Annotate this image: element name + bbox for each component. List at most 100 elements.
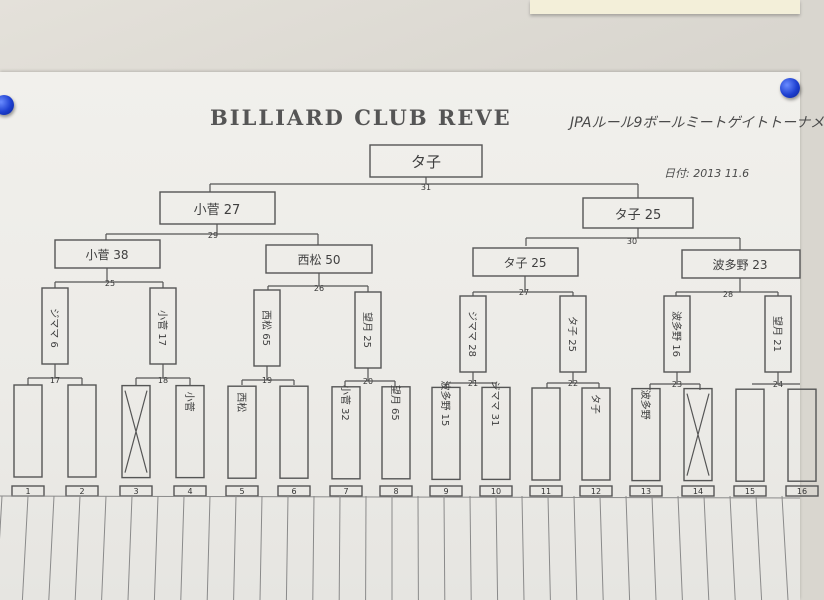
semi-box-4 — [681, 249, 801, 279]
grid-column-line — [729, 495, 736, 600]
entry-slot-number: 12 — [591, 487, 601, 496]
semi-match-number-1: 25 — [105, 279, 115, 288]
final-winner-name: タ子 — [411, 153, 441, 171]
grid-column-line — [180, 495, 185, 600]
pinned-note-top — [530, 0, 800, 14]
entry-name: 西松 — [235, 392, 248, 412]
grid-column-line — [547, 495, 551, 600]
semi-match-number-4: 28 — [723, 290, 733, 299]
entry-slot-number: 11 — [541, 487, 551, 496]
bottom-grid — [0, 495, 801, 600]
entry-slot — [785, 485, 819, 497]
semi-name-1: 小菅 38 — [85, 248, 128, 262]
entry-box — [121, 384, 151, 479]
grid-column-line — [285, 495, 289, 600]
withdrawn-cross — [686, 393, 710, 476]
entry-slot — [225, 485, 259, 497]
entry-slot — [379, 485, 413, 497]
entry-slot-number: 14 — [693, 487, 703, 496]
grid-column-line — [127, 495, 133, 600]
grid-top-line — [0, 495, 801, 499]
grid-column-line — [651, 495, 657, 600]
entry-slot — [277, 485, 311, 497]
entry-box — [581, 387, 611, 481]
entry-slot-number: 10 — [491, 487, 501, 496]
entry-slot-number: 1 — [25, 487, 30, 496]
grid-column-line — [338, 495, 341, 600]
entry-box — [13, 384, 43, 478]
entry-slot — [429, 485, 463, 497]
entry-slot-number: 16 — [797, 487, 807, 496]
entry-box — [279, 385, 309, 479]
final-match-number: 31 — [421, 183, 431, 192]
right-finalist-name: タ子 25 — [615, 208, 662, 223]
entry-box — [381, 386, 411, 480]
grid-column-line — [495, 495, 499, 600]
entry-box — [227, 385, 257, 479]
quarter-name-3: 西松 65 — [260, 310, 273, 346]
entry-name: 小菅 32 — [339, 385, 351, 421]
entry-box — [735, 388, 765, 482]
entry-slot — [529, 485, 563, 497]
left-finalist-name: 小菅 27 — [194, 203, 241, 218]
entry-box — [683, 387, 713, 482]
quarter-match-number-1: 17 — [50, 376, 60, 385]
quarter-name-6: タ子 25 — [566, 316, 578, 352]
entry-slot-number: 4 — [187, 487, 192, 496]
entry-box — [431, 386, 461, 481]
grid-column-line — [469, 495, 472, 600]
withdrawn-cross — [124, 390, 148, 473]
entry-name: 小菅 — [183, 392, 195, 412]
quarter-name-7: 波多野 16 — [670, 311, 683, 357]
quarter-name-8: 望月 21 — [771, 316, 784, 352]
quarter-name-1: ジママ 6 — [48, 308, 59, 348]
entry-slot — [629, 485, 663, 497]
entry-slot-number: 6 — [291, 487, 296, 496]
entry-name: 波多野 15 — [439, 380, 452, 426]
entry-slot — [329, 485, 363, 497]
grid-column-line — [206, 495, 211, 600]
quarter-name-5: ジママ 28 — [466, 311, 477, 357]
bracket-paper — [0, 72, 800, 600]
entry-name: タ子 — [589, 394, 601, 414]
entry-box — [531, 387, 561, 481]
grid-column-line — [443, 495, 446, 600]
entry-slot-number: 7 — [343, 487, 348, 496]
entry-slot — [579, 485, 613, 497]
entry-slot-number: 8 — [393, 487, 398, 496]
grid-column-line — [21, 495, 29, 600]
grid-column-line — [625, 495, 631, 600]
quarter-name-2: 小菅 17 — [156, 310, 168, 346]
right-finalist-match-number: 30 — [627, 237, 637, 246]
entry-slot-number: 5 — [239, 487, 244, 496]
entry-name: 波多野 — [639, 390, 652, 420]
grid-column-line — [703, 495, 710, 600]
entry-slot-number: 9 — [443, 487, 448, 496]
entry-name: ジママ 31 — [489, 380, 500, 426]
entry-slot-number: 3 — [133, 487, 138, 496]
entry-slot-number: 2 — [79, 487, 84, 496]
entry-box — [67, 384, 97, 478]
entry-slot — [733, 485, 767, 497]
entry-name: 望月 65 — [389, 385, 402, 421]
grid-column-line — [259, 495, 263, 600]
entry-slot-number: 15 — [745, 487, 755, 496]
semi-name-2: 西松 50 — [297, 253, 340, 267]
quarter-match-number-2: 18 — [158, 376, 168, 385]
grid-column-line — [48, 495, 55, 600]
grid-column-line — [521, 495, 525, 600]
grid-column-line — [755, 495, 763, 600]
grid-column-line — [312, 495, 315, 600]
club-title: BILLIARD CLUB REVE — [210, 105, 512, 130]
grid-column-line — [599, 495, 604, 600]
tournament-bracket: タ子 31 小菅 27 29 タ子 25 30 小菅 38 25 西松 50 2… — [0, 144, 819, 600]
grid-column-line — [101, 495, 107, 600]
entry-box — [481, 386, 511, 481]
grid-column-line — [153, 495, 159, 600]
left-finalist-match-number: 29 — [208, 231, 218, 240]
tournament-subtitle: JPAルール9ボールミートゲイトトーナメ — [570, 115, 824, 131]
entry-box — [787, 388, 817, 482]
grid-column-line — [573, 495, 578, 600]
entry-slot-number: 13 — [641, 487, 651, 496]
